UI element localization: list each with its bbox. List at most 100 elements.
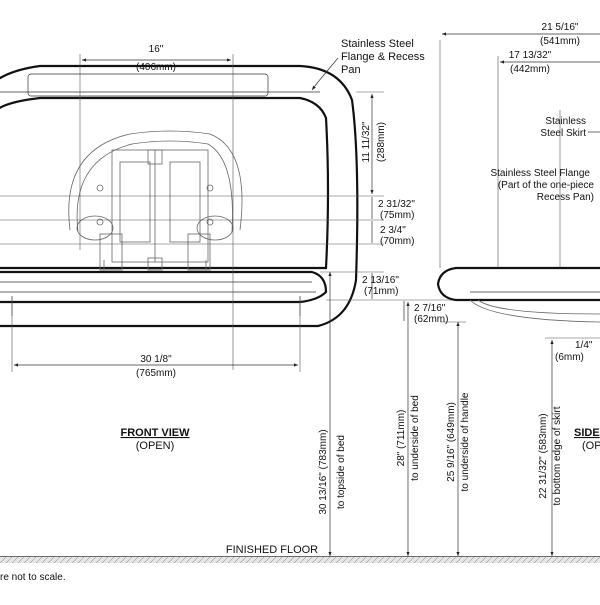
flange-one-piece-line-3: Recess Pan) bbox=[537, 192, 594, 203]
floor-hatch-line bbox=[149, 556, 157, 564]
dim-2-31-height: 2 31/32" (75mm) bbox=[371, 197, 415, 221]
dim-2-13-height: 2 13/16" (71mm) bbox=[362, 273, 399, 299]
floor-hatch-line bbox=[533, 556, 541, 564]
floor-hatch-line bbox=[143, 556, 151, 564]
floor-hatch-line bbox=[503, 556, 511, 564]
floor-hatch-line bbox=[299, 556, 307, 564]
floor-hatch-line bbox=[311, 556, 319, 564]
floor-hatch-line bbox=[449, 556, 457, 564]
dim-17-mm: (442mm) bbox=[510, 64, 550, 75]
flange-recess-line-3: Pan bbox=[341, 64, 361, 76]
dim-21-label: 21 5/16" bbox=[542, 22, 579, 33]
floor-hatch-line bbox=[593, 556, 600, 564]
label-flange-recess-pan: Stainless Steel Flange & Recess Pan bbox=[311, 38, 425, 91]
dim-1-4-mm: (6mm) bbox=[555, 352, 584, 363]
side-view-subheading: (OP bbox=[582, 440, 600, 452]
front-view-heading: FRONT VIEW bbox=[120, 427, 190, 439]
floor-hatch-line bbox=[443, 556, 451, 564]
floor-hatch-line bbox=[461, 556, 469, 564]
floor-hatch-line bbox=[431, 556, 439, 564]
floor-hatch-line bbox=[389, 556, 397, 564]
handle-dim-note: to underside of handle bbox=[460, 392, 471, 491]
side-view-title: SIDE (OP bbox=[574, 427, 600, 452]
dim-11-label: 11 11/32" bbox=[361, 121, 372, 162]
dim-1-4: 1/4" (6mm) bbox=[545, 337, 600, 363]
topside-dim-note: to topside of bed bbox=[336, 435, 347, 509]
dim-2-31-label: 2 31/32" bbox=[378, 199, 415, 210]
dim-30-mm: (765mm) bbox=[136, 368, 176, 379]
floor-hatch-line bbox=[257, 556, 265, 564]
label-flange-one-piece: Stainless Steel Flange (Part of the one-… bbox=[490, 168, 594, 203]
floor-hatch-line bbox=[395, 556, 403, 564]
floor-hatch-line bbox=[125, 556, 133, 564]
skirt-dim-label: 22 31/32" (583mm) bbox=[538, 413, 549, 498]
floor-hatch-line bbox=[353, 556, 361, 564]
floor-hatch-line bbox=[569, 556, 577, 564]
floor-hatch-line bbox=[185, 556, 193, 564]
dim-underside-handle: 25 9/16" (649mm) to underside of handle bbox=[446, 322, 471, 556]
floor-hatch-line bbox=[263, 556, 271, 564]
floor-hatch-line bbox=[521, 556, 529, 564]
mechanism-assembly bbox=[68, 130, 243, 271]
floor-hatch-line bbox=[71, 556, 79, 564]
floor-hatch-line bbox=[515, 556, 523, 564]
floor-hatch-line bbox=[59, 556, 67, 564]
floor-hatch-line bbox=[305, 556, 313, 564]
floor-hatch-line bbox=[47, 556, 55, 564]
label-steel-skirt: Stainless Steel Skirt bbox=[540, 116, 600, 139]
skirt-line-2: Steel Skirt bbox=[540, 128, 586, 139]
dim-11-height: 11 11/32" (288mm) bbox=[361, 94, 387, 194]
underside-bed-dim-label: 28" (711mm) bbox=[396, 410, 407, 467]
front-view-subheading: (OPEN) bbox=[136, 440, 175, 452]
finished-floor: FINISHED FLOOR bbox=[0, 544, 600, 564]
floor-hatch-line bbox=[209, 556, 217, 564]
floor-hatch-line bbox=[83, 556, 91, 564]
side-view-heading: SIDE bbox=[574, 427, 600, 439]
footnote: re not to scale. bbox=[0, 572, 66, 583]
floor-hatch-line bbox=[155, 556, 163, 564]
dim-11-mm: (288mm) bbox=[376, 122, 387, 162]
floor-hatch-line bbox=[383, 556, 391, 564]
floor-hatch-line bbox=[587, 556, 595, 564]
floor-hatch-line bbox=[77, 556, 85, 564]
floor-hatch-line bbox=[107, 556, 115, 564]
floor-hatch-line bbox=[539, 556, 547, 564]
floor-hatch-line bbox=[551, 556, 559, 564]
floor-hatch-line bbox=[89, 556, 97, 564]
dim-16-width: 16" (406mm) bbox=[79, 44, 234, 370]
floor-hatch-line bbox=[11, 556, 19, 564]
floor-hatch-line bbox=[161, 556, 169, 564]
floor-hatch-line bbox=[497, 556, 505, 564]
floor-hatch-line bbox=[323, 556, 331, 564]
dim-2-13-label: 2 13/16" bbox=[362, 275, 399, 286]
dim-17-depth: 17 13/32" (442mm) bbox=[500, 50, 600, 75]
floor-hatch-line bbox=[35, 556, 43, 564]
floor-hatch-line bbox=[575, 556, 583, 564]
floor-hatch-line bbox=[347, 556, 355, 564]
floor-hatch-line bbox=[95, 556, 103, 564]
floor-hatch-line bbox=[509, 556, 517, 564]
flange-one-piece-line-2: (Part of the one-piece bbox=[498, 180, 595, 191]
floor-hatch-line bbox=[287, 556, 295, 564]
floor-hatch-line bbox=[41, 556, 49, 564]
dim-2-34-label: 2 3/4" bbox=[380, 225, 406, 236]
floor-hatch-line bbox=[167, 556, 175, 564]
dim-21-mm: (541mm) bbox=[540, 36, 580, 47]
dim-2-34-mm: (70mm) bbox=[380, 236, 414, 247]
floor-hatch-line bbox=[251, 556, 259, 564]
floor-hatch-line bbox=[137, 556, 145, 564]
floor-hatch-line bbox=[365, 556, 373, 564]
dim-2-34-height: 2 3/4" (70mm) bbox=[371, 221, 414, 247]
side-view-body bbox=[436, 40, 600, 323]
floor-hatch-line bbox=[581, 556, 589, 564]
floor-hatch-line bbox=[341, 556, 349, 564]
floor-hatch-line bbox=[491, 556, 499, 564]
floor-hatch-line bbox=[329, 556, 337, 564]
floor-hatch-line bbox=[401, 556, 409, 564]
dim-16-label: 16" bbox=[149, 44, 164, 55]
floor-hatch-line bbox=[563, 556, 571, 564]
dim-30-width: 30 1/8" (765mm) bbox=[11, 300, 301, 379]
flange-recess-line-2: Flange & Recess bbox=[341, 51, 425, 63]
